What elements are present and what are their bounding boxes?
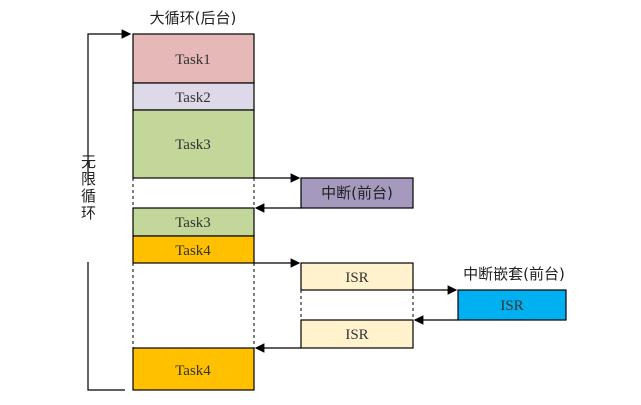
task3-block [132, 109, 255, 179]
task2-block [132, 82, 255, 111]
isr-resume-label: ISR [345, 327, 368, 343]
nested-interrupt-title: 中断嵌套(前台) [463, 265, 565, 283]
interrupt-block [300, 177, 414, 209]
task3-label: Task3 [175, 137, 211, 153]
task4-block [132, 235, 255, 264]
task4-label: Task4 [175, 243, 211, 259]
isr-label: ISR [345, 270, 368, 286]
loop-bottom-line [87, 262, 125, 391]
task2-label: Task2 [175, 90, 211, 106]
task1-label: Task1 [175, 52, 211, 68]
nested-isr-label: ISR [500, 298, 523, 314]
task-gap-2 [132, 263, 255, 348]
interrupt-label: 中断(前台) [321, 184, 393, 202]
task4-resume-block [132, 347, 255, 391]
main-loop-title: 大循环(后台) [150, 9, 237, 27]
task-column: Task1 Task2 Task3 Task3 Task4 Task4 [132, 33, 255, 391]
nested-isr-block [457, 289, 567, 321]
isr-gap [300, 290, 414, 320]
loop-top-arrow [87, 29, 132, 180]
task4-resume-label: Task4 [175, 363, 211, 379]
task-gap-1 [132, 178, 255, 208]
isr-resume-block [300, 319, 414, 349]
task3-resume-label: Task3 [175, 215, 211, 231]
isr-block [300, 262, 414, 291]
infinite-loop-label: 无限循环 [79, 154, 97, 222]
